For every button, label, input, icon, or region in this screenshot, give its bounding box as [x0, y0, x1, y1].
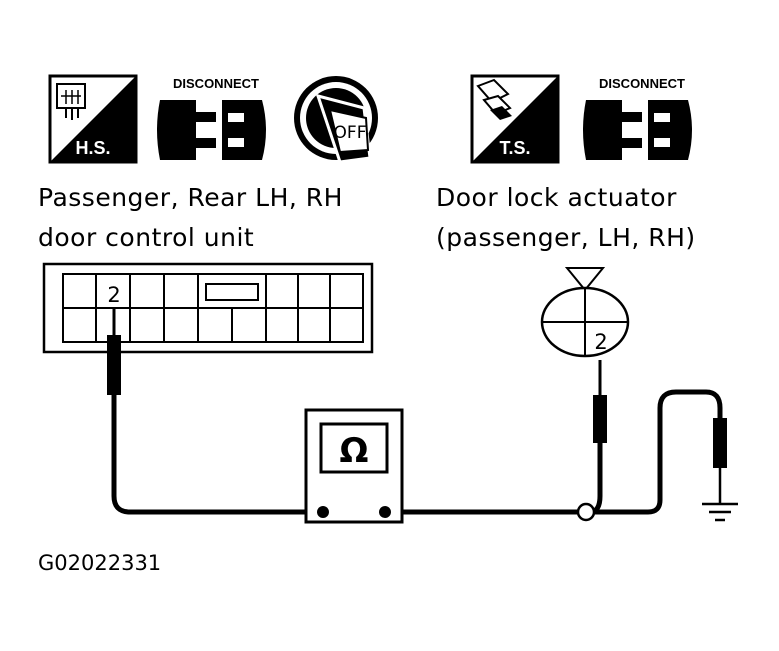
disconnect-icon-left: DISCONNECT	[157, 76, 266, 160]
left-component-line2: door control unit	[38, 223, 254, 252]
left-component-line1: Passenger, Rear LH, RH	[38, 183, 343, 212]
ground-symbol	[702, 468, 738, 522]
harness-side-label: H.S.	[75, 138, 110, 158]
figure-code: G02022331	[38, 551, 161, 575]
terminal-side-label: T.S.	[499, 138, 530, 158]
harness-side-icon: H.S.	[48, 74, 138, 164]
right-probe	[593, 360, 607, 443]
disconnect-label-right: DISCONNECT	[599, 76, 685, 91]
ohm-symbol: Ω	[340, 431, 369, 471]
door-control-unit-connector: 2	[42, 262, 374, 354]
ignition-off-icon: OFF	[294, 76, 378, 164]
door-lock-actuator-connector: 2	[540, 267, 630, 358]
wire-junction	[576, 502, 596, 522]
dcu-pin-label: 2	[107, 283, 120, 307]
ground-probe	[713, 418, 727, 468]
ohmmeter: Ω	[304, 408, 404, 524]
wiring	[111, 389, 723, 515]
left-probe	[107, 308, 121, 395]
actuator-pin-label: 2	[594, 330, 607, 354]
right-component-line1: Door lock actuator	[436, 183, 677, 212]
disconnect-icon-right: DISCONNECT	[583, 76, 692, 160]
disconnect-label-left: DISCONNECT	[173, 76, 259, 91]
ignition-off-label: OFF	[334, 123, 367, 143]
right-component-line2: (passenger, LH, RH)	[436, 223, 696, 252]
terminal-side-icon: T.S.	[470, 74, 560, 164]
